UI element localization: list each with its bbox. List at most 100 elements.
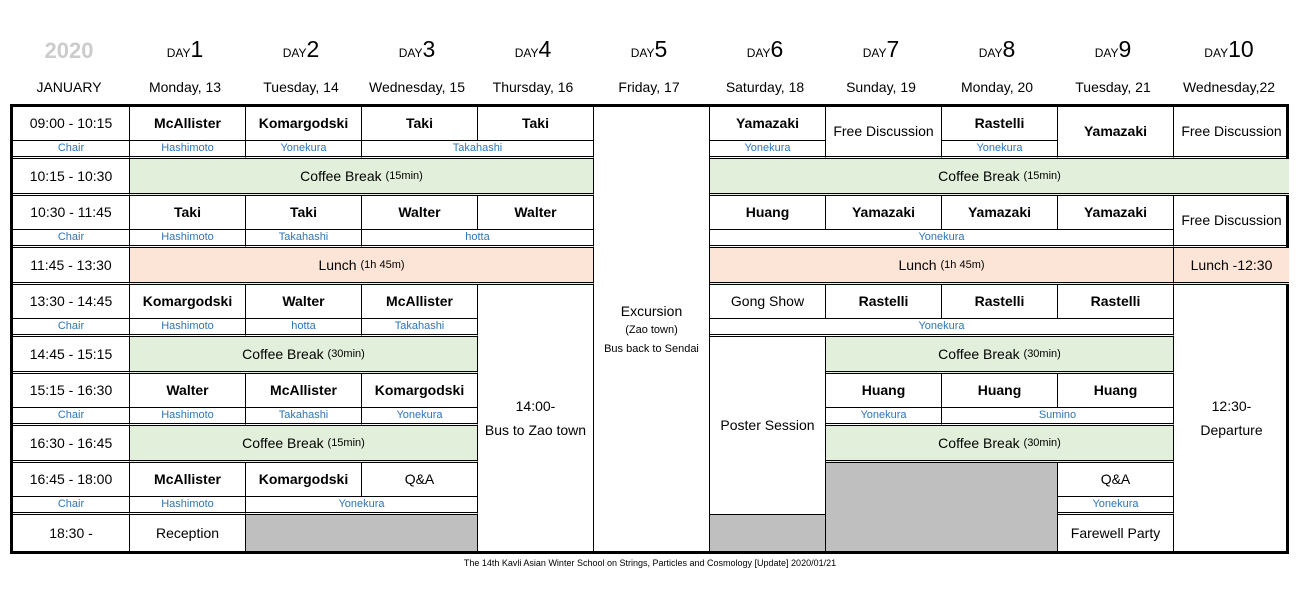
chair-name: Takahashi xyxy=(246,408,362,426)
day-prefix: DAY xyxy=(1204,46,1229,60)
day-date-4: Thursday, 16 xyxy=(492,79,574,95)
chair-name: Yonekura xyxy=(1058,497,1174,515)
chair-name: Yonekura xyxy=(246,141,362,159)
poster-session: Poster Session xyxy=(710,337,826,515)
chair-label: Chair xyxy=(13,141,130,159)
chair-name: Takahashi xyxy=(362,141,594,159)
speaker: Walter xyxy=(478,196,594,230)
speaker: Yamazaki xyxy=(826,196,942,230)
coffee-break-label: Coffee Break xyxy=(938,345,1020,362)
excursion-block: Excursion (Zao town) Bus back to Sendai xyxy=(594,107,710,551)
day-num: 7 xyxy=(886,36,900,62)
day-num: 1 xyxy=(190,36,204,62)
time-slot-2: 10:15 - 10:30 xyxy=(13,159,130,196)
speaker: Taki xyxy=(130,196,246,230)
day-number-8: DAY8 xyxy=(939,36,1055,63)
time-slot-1: 09:00 - 10:15 xyxy=(13,107,130,141)
day-prefix: DAY xyxy=(978,46,1003,60)
day-prefix: DAY xyxy=(630,46,655,60)
bus-time: 14:00- xyxy=(515,397,556,414)
schedule-grid: 09:00 - 10:15 Chair 10:15 - 10:30 10:30 … xyxy=(10,104,1289,554)
chair-name: Hashimoto xyxy=(130,497,246,515)
day-date-8: Monday, 20 xyxy=(960,79,1034,95)
lunch-label: Lunch xyxy=(898,256,937,273)
free-discussion: Free Discussion xyxy=(1174,196,1289,248)
speaker: Huang xyxy=(942,374,1058,408)
empty-slot xyxy=(710,515,826,551)
free-discussion: Free Discussion xyxy=(1174,107,1289,159)
speaker: Taki xyxy=(246,196,362,230)
chair-name: hotta xyxy=(362,230,594,248)
coffee-break-label: Coffee Break xyxy=(938,167,1020,184)
day-date-1: Monday, 13 xyxy=(148,79,222,95)
coffee-break-duration: (15min) xyxy=(1023,169,1061,182)
day-num: 5 xyxy=(654,36,668,62)
excursion-title: Excursion xyxy=(620,302,683,319)
chair-name: Hashimoto xyxy=(130,230,246,248)
lunch-break-day10: Lunch -12:30 xyxy=(1174,248,1289,285)
day-prefix: DAY xyxy=(746,46,771,60)
month-label: JANUARY xyxy=(36,79,102,95)
speaker: Rastelli xyxy=(942,107,1058,141)
speaker: Yamazaki xyxy=(942,196,1058,230)
excursion-bus: Bus back to Sendai xyxy=(604,343,699,356)
chair-label: Chair xyxy=(13,497,130,515)
coffee-break: Coffee Break (15min) xyxy=(130,426,478,463)
coffee-break: Coffee Break (30min) xyxy=(130,337,478,374)
speaker: Rastelli xyxy=(826,285,942,319)
chair-name: Hashimoto xyxy=(130,319,246,337)
chair-name: Yonekura xyxy=(710,230,1174,248)
speaker: Komargodski xyxy=(362,374,478,408)
chair-name: Takahashi xyxy=(246,230,362,248)
farewell-party: Farewell Party xyxy=(1058,515,1174,551)
empty-slot xyxy=(246,515,478,551)
coffee-break-duration: (30min) xyxy=(1023,436,1061,449)
day-num: 3 xyxy=(422,36,436,62)
day-number-2: DAY2 xyxy=(243,36,359,63)
day-date-3: Wednesday, 15 xyxy=(369,79,465,95)
chair-name: hotta xyxy=(246,319,362,337)
empty-slot xyxy=(826,463,1058,551)
chair-name: Hashimoto xyxy=(130,141,246,159)
speaker: McAllister xyxy=(130,463,246,497)
time-slot-8: 16:30 - 16:45 xyxy=(13,426,130,463)
excursion-location: (Zao town) xyxy=(625,323,678,336)
day-prefix: DAY xyxy=(282,46,307,60)
coffee-break-duration: (15min) xyxy=(327,436,365,449)
chair-label: Chair xyxy=(13,230,130,248)
coffee-break-duration: (30min) xyxy=(1023,347,1061,360)
lunch-label: Lunch xyxy=(318,256,357,273)
departure-time: 12:30- xyxy=(1211,397,1252,414)
day-prefix: DAY xyxy=(166,46,191,60)
chair-name: Yonekura xyxy=(942,141,1058,159)
day-number-10: DAY10 xyxy=(1171,36,1287,63)
day-num: 9 xyxy=(1118,36,1132,62)
speaker: Walter xyxy=(130,374,246,408)
bus-to-zao-block: 14:00- Bus to Zao town xyxy=(478,285,594,551)
departure-label: Departure xyxy=(1200,422,1263,438)
day-prefix: DAY xyxy=(1094,46,1119,60)
day-prefix: DAY xyxy=(398,46,423,60)
speaker: Huang xyxy=(710,196,826,230)
speaker: McAllister xyxy=(246,374,362,408)
coffee-break: Coffee Break (30min) xyxy=(826,426,1174,463)
chair-name: Yonekura xyxy=(710,319,1174,337)
day-date-9: Tuesday, 21 xyxy=(1075,79,1151,95)
chair-name: Yonekura xyxy=(710,141,826,159)
coffee-break: Coffee Break (30min) xyxy=(826,337,1174,374)
speaker: Komargodski xyxy=(246,463,362,497)
chair-label: Chair xyxy=(13,408,130,426)
lunch-duration: (1h 45m) xyxy=(940,258,985,271)
time-slot-5: 13:30 - 14:45 xyxy=(13,285,130,319)
day-prefix: DAY xyxy=(862,46,887,60)
speaker: Walter xyxy=(362,196,478,230)
chair-name: Yonekura xyxy=(826,408,942,426)
day-number-6: DAY6 xyxy=(707,36,823,63)
coffee-break: Coffee Break (15min) xyxy=(710,159,1289,196)
gong-show: Gong Show xyxy=(710,285,826,319)
year-label: 2020 xyxy=(44,38,94,63)
bus-label: Bus to Zao town xyxy=(484,422,587,438)
day-date-7: Sunday, 19 xyxy=(846,79,916,95)
lunch-break: Lunch (1h 45m) xyxy=(710,248,1174,285)
chair-name: Hashimoto xyxy=(130,408,246,426)
